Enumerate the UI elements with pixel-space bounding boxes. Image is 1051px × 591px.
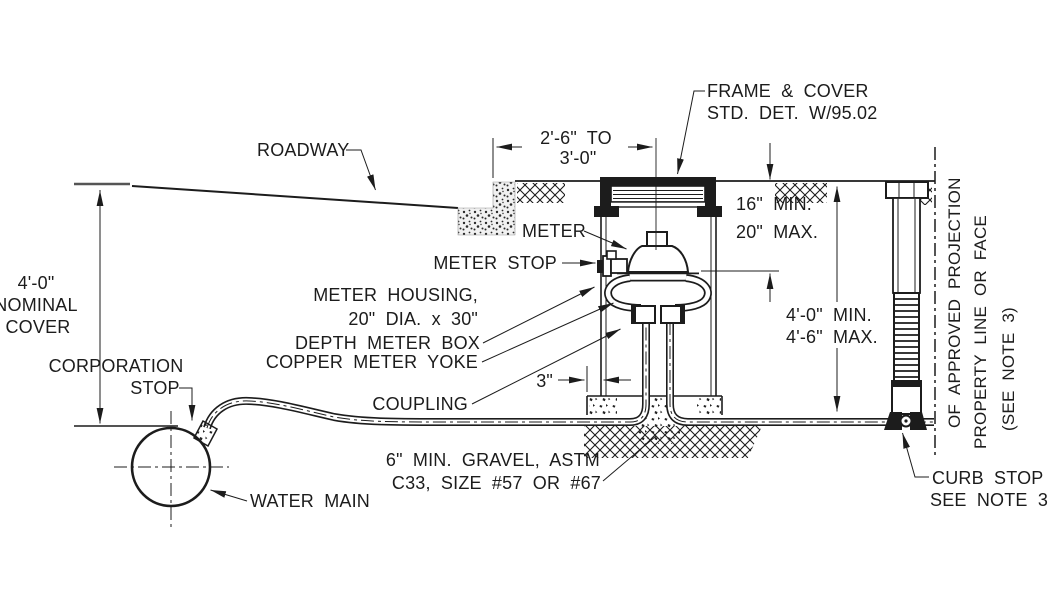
label-copper-meter-yoke: COPPER METER YOKE <box>266 352 478 372</box>
roadway-surface-line <box>131 185 459 209</box>
gravel-fill-left <box>589 398 617 415</box>
label-coupling: COUPLING <box>372 394 468 414</box>
label-meter-housing-line1: METER HOUSING, <box>313 285 478 305</box>
meter-box-base <box>584 395 762 458</box>
curb-box-upper-shaft <box>892 197 921 294</box>
earth-hatch-left <box>517 183 565 203</box>
frame-and-cover <box>594 177 722 217</box>
label-meter-housing-group: METER HOUSING, 20" DIA. x 30" DEPTH METE… <box>295 285 595 353</box>
frame-foot-right <box>697 206 722 217</box>
dim-service-depth-line1: 4'-0" MIN. <box>786 305 872 325</box>
label-frame-cover-line1: FRAME & COVER <box>707 81 869 101</box>
dim-meter-depth-line2: 20" MAX. <box>736 222 818 242</box>
service-line-left-gooseneck <box>203 322 650 430</box>
dim-box-offset-line1: 2'-6" TO <box>540 128 612 148</box>
water-main <box>74 411 229 528</box>
label-curb-stop-line1: CURB STOP <box>932 468 1044 488</box>
dim-box-offset-line2: 3'-0" <box>560 148 597 168</box>
meter-stop-fitting <box>597 250 628 277</box>
label-gravel-line2: C33, SIZE #57 OR #67 <box>392 473 601 493</box>
dimension-nominal-cover: 4'-0" NOMINAL COVER <box>0 190 104 424</box>
label-property-line-line1: OF APPROVED PROJECTION <box>945 177 964 428</box>
label-corporation-stop-line1: CORPORATION <box>49 356 184 376</box>
label-copper-meter-yoke-group: COPPER METER YOKE <box>266 302 614 372</box>
label-meter-housing-line2: 20" DIA. x 30" <box>348 309 478 329</box>
label-gravel-line1: 6" MIN. GRAVEL, ASTM <box>386 450 600 470</box>
label-coupling-group: COUPLING <box>372 328 621 414</box>
curb-stop-valve <box>884 412 927 430</box>
label-corporation-stop-group: CORPORATION STOP <box>49 356 196 421</box>
label-water-main-group: WATER MAIN <box>210 489 370 511</box>
frame-ring <box>605 201 711 208</box>
dimension-meter-depth: 16" MIN. 20" MAX. <box>701 143 818 302</box>
curb-box-cap <box>885 181 929 199</box>
curb-box-threaded-section <box>893 292 920 382</box>
label-roadway: ROADWAY <box>257 140 349 160</box>
curb-box <box>884 181 929 430</box>
concrete-curb-gutter <box>457 181 516 236</box>
label-meter: METER <box>522 221 586 241</box>
dim-nominal-cover-line3: COVER <box>5 317 70 337</box>
gravel-fill-right <box>697 398 721 417</box>
copper-meter-yoke <box>604 272 712 312</box>
service-line-right <box>666 322 934 426</box>
coupling-nuts <box>631 305 685 324</box>
label-curb-stop-group: CURB STOP SEE NOTE 3 <box>902 432 1048 510</box>
dim-meter-depth-line1: 16" MIN. <box>736 194 812 214</box>
corporation-stop-fitting <box>192 419 219 448</box>
earth-hatch-middle <box>775 183 827 203</box>
label-frame-cover-group: FRAME & COVER STD. DET. W/95.02 <box>677 81 877 175</box>
gravel-fill-below <box>636 424 680 444</box>
label-property-line-line2: PROPERTY LINE OR FACE <box>971 215 990 449</box>
dim-nominal-cover-line1: 4'-0" <box>18 273 55 293</box>
water-meter <box>626 231 690 273</box>
meter-yoke-assembly <box>597 231 712 324</box>
label-frame-cover-line2: STD. DET. W/95.02 <box>707 103 877 123</box>
label-meter-stop: METER STOP <box>433 253 557 273</box>
dim-wall-clearance: 3" <box>536 371 553 391</box>
frame-foot-left <box>594 206 619 217</box>
label-meter-group: METER <box>522 221 627 250</box>
label-meter-housing-line3: DEPTH METER BOX <box>295 333 480 353</box>
label-water-main: WATER MAIN <box>250 491 370 511</box>
dimension-box-offset: 2'-6" TO 3'-0" <box>492 128 657 250</box>
label-roadway-group: ROADWAY <box>257 140 376 191</box>
label-curb-stop-line2: SEE NOTE 3 <box>930 490 1048 510</box>
frame-flange <box>600 177 716 186</box>
service-piping <box>203 322 934 430</box>
dim-service-depth-line2: 4'-6" MAX. <box>786 327 878 347</box>
label-property-line-line3: (SEE NOTE 3) <box>999 307 1018 431</box>
label-gravel-group: 6" MIN. GRAVEL, ASTM C33, SIZE #57 OR #6… <box>386 435 657 493</box>
label-property-line-group: OF APPROVED PROJECTION PROPERTY LINE OR … <box>945 177 1018 449</box>
label-meter-stop-group: METER STOP <box>433 253 596 273</box>
dim-nominal-cover-line2: NOMINAL <box>0 295 78 315</box>
dimension-service-depth: 4'-0" MIN. 4'-6" MAX. <box>786 186 878 412</box>
label-corporation-stop-line2: STOP <box>130 378 179 398</box>
dimension-wall-clearance: 3" <box>536 371 631 391</box>
